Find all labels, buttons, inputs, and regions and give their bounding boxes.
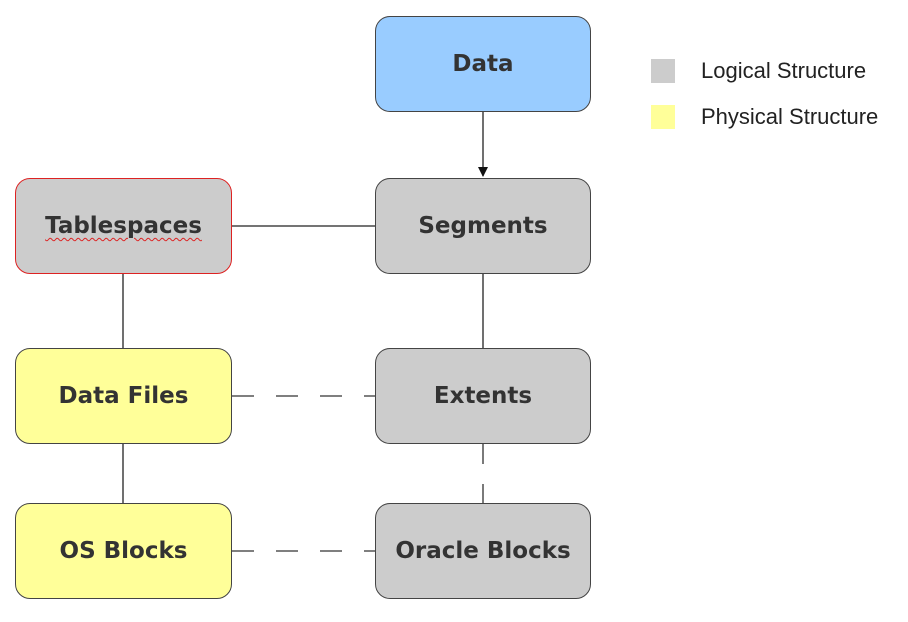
node-tablespaces-label: Tablespaces: [45, 213, 202, 239]
node-data: Data: [375, 16, 591, 112]
legend-swatch-physical: [651, 105, 675, 129]
legend-label-logical: Logical Structure: [701, 58, 867, 83]
node-extents: Extents: [375, 348, 591, 444]
legend-item-physical: Physical Structure: [651, 104, 878, 130]
node-extents-label: Extents: [433, 383, 533, 409]
node-segments-label: Segments: [418, 213, 548, 239]
legend-swatch-logical: [651, 59, 675, 83]
node-data-files: Data Files: [15, 348, 232, 444]
node-segments: Segments: [375, 178, 591, 274]
node-os-blocks: OS Blocks: [15, 503, 232, 599]
legend-label-physical: Physical Structure: [701, 104, 879, 129]
node-data-label: Data: [452, 51, 514, 77]
node-oracle-blocks-label: Oracle Blocks: [395, 538, 571, 564]
node-data-files-label: Data Files: [58, 383, 189, 409]
node-tablespaces: Tablespaces: [15, 178, 232, 274]
node-oracle-blocks: Oracle Blocks: [375, 503, 591, 599]
node-os-blocks-label: OS Blocks: [59, 538, 188, 564]
legend-item-logical: Logical Structure: [651, 58, 866, 84]
